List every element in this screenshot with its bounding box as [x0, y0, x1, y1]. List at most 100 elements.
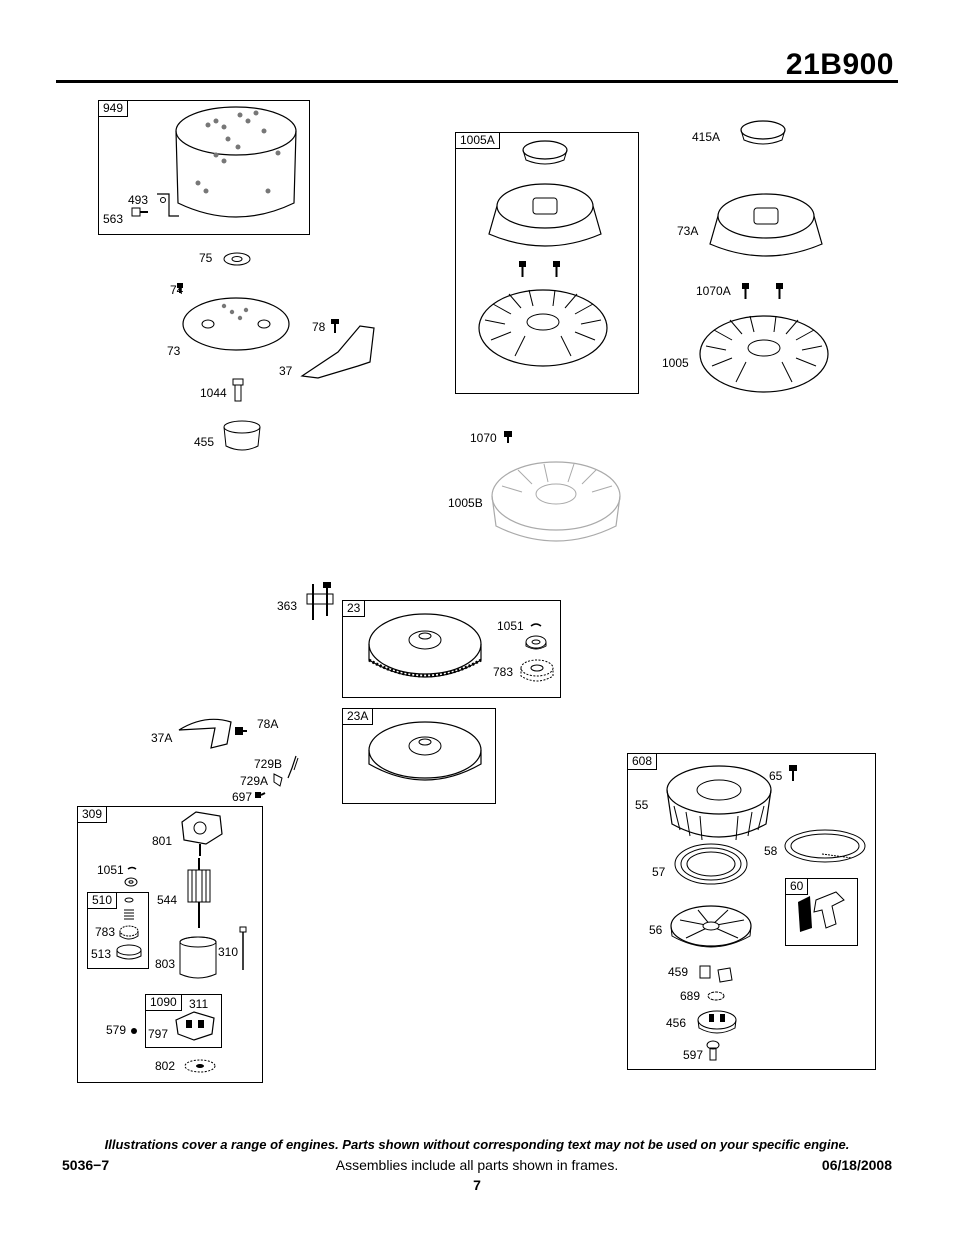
armature-drawing — [303, 580, 337, 624]
frame-tag: 309 — [77, 806, 108, 823]
retainer-ring-drawing — [706, 990, 726, 1002]
center-screw-drawing — [706, 1040, 720, 1062]
part-label-689: 689 — [680, 989, 701, 1003]
part-label-1005: 1005 — [662, 356, 689, 370]
nut-drawing — [124, 877, 138, 887]
key-drawing — [530, 622, 542, 630]
frame-1005a: 1005A — [455, 132, 639, 394]
frame-23: 23 — [342, 600, 561, 698]
fan-screws-drawing — [740, 282, 786, 300]
part-label-729b: 729B — [254, 757, 283, 771]
part-label-455: 455 — [194, 435, 215, 449]
frame-tag: 60 — [785, 878, 809, 895]
part-label-803: 803 — [155, 957, 176, 971]
armature-shaft-drawing — [184, 858, 214, 928]
part-label-73: 73 — [167, 344, 181, 358]
fan-cover-drawing — [706, 188, 826, 264]
part-label-1070: 1070 — [470, 431, 497, 445]
part-label-55: 55 — [635, 798, 649, 812]
frame-tag: 510 — [87, 892, 118, 909]
part-label-75: 75 — [199, 251, 213, 265]
small-screw-drawing — [503, 430, 513, 444]
pinion-drawing — [118, 924, 140, 942]
part-label-57: 57 — [652, 865, 666, 879]
part-label-802: 802 — [155, 1059, 176, 1073]
starter-housing-drawing — [660, 760, 778, 846]
part-label-563: 563 — [103, 212, 124, 226]
rope-drawing — [782, 826, 868, 866]
part-label-783: 783 — [493, 665, 514, 679]
pulley-drawing — [668, 902, 754, 958]
part-label-459: 459 — [668, 965, 689, 979]
bolt-drawing — [234, 724, 248, 738]
through-bolt-drawing — [238, 926, 248, 972]
key-drawing — [127, 866, 137, 872]
page-number: 7 — [473, 1177, 481, 1193]
part-label-310: 310 — [218, 945, 239, 959]
deflector-drawing — [298, 322, 378, 382]
fan-cover-drawing — [485, 178, 605, 254]
starter-cup-drawing — [220, 420, 264, 454]
part-label-56: 56 — [649, 923, 663, 937]
frame-510: 510 — [87, 892, 149, 969]
part-label-78: 78 — [312, 320, 326, 334]
part-label-74: 74 — [170, 283, 184, 297]
footer-date: 06/18/2008 — [821, 1157, 892, 1173]
part-label-579: 579 — [106, 1023, 127, 1037]
part-label-697: 697 — [232, 790, 253, 804]
nut-drawing — [524, 634, 548, 652]
part-label-1044: 1044 — [200, 386, 227, 400]
frame-60: 60 — [785, 878, 858, 946]
flywheel-fan-drawing — [696, 306, 832, 410]
part-label-456: 456 — [666, 1016, 687, 1030]
handle-drawing — [792, 888, 850, 938]
fan-screws-drawing — [517, 260, 563, 278]
spring-drawing — [122, 908, 136, 922]
frame-tag: 1005A — [455, 132, 500, 149]
part-label-37: 37 — [279, 364, 293, 378]
part-label-797: 797 — [148, 1027, 169, 1041]
bolt-drawing — [788, 764, 798, 782]
part-label-1051: 1051 — [497, 619, 524, 633]
air-cleaner-cover-drawing — [168, 103, 304, 228]
part-label-65: 65 — [769, 769, 783, 783]
end-cap-drawing — [176, 808, 226, 858]
drive-base-drawing — [114, 942, 144, 962]
screw-drawing — [130, 205, 150, 219]
plastic-fan-drawing — [488, 456, 624, 556]
screen-drawing — [520, 138, 570, 170]
brush-holder-drawing — [172, 1010, 218, 1042]
part-label-513: 513 — [91, 947, 112, 961]
part-label-415a: 415A — [692, 130, 721, 144]
model-number: 21B900 — [785, 48, 894, 81]
frame-tag: 1090 — [145, 994, 182, 1011]
part-label-58: 58 — [764, 844, 778, 858]
frame-1090: 1090 — [145, 994, 222, 1048]
part-label-801: 801 — [152, 834, 173, 848]
washer-drawing — [183, 1058, 217, 1074]
screw-drawing — [254, 790, 266, 800]
frame-tag: 608 — [627, 753, 658, 770]
part-label-729a: 729A — [240, 774, 269, 788]
frame-tag: 23 — [342, 600, 366, 617]
part-label-1070a: 1070A — [696, 284, 731, 298]
footer-disclaimer: Illustrations cover a range of engines. … — [104, 1137, 850, 1152]
part-label-1051: 1051 — [97, 863, 124, 877]
part-label-597: 597 — [683, 1048, 704, 1062]
part-label-363: 363 — [277, 599, 298, 613]
deflector-drawing — [175, 714, 235, 750]
frame-23a: 23A — [342, 708, 496, 804]
long-bolt-drawing — [231, 378, 245, 402]
header-rule — [56, 80, 898, 83]
part-label-78a: 78A — [257, 717, 279, 731]
part-label-783: 783 — [95, 925, 116, 939]
spring-drawing — [672, 840, 750, 888]
frame-949: 949 — [98, 100, 310, 235]
flywheel-fan-drawing — [475, 280, 611, 384]
air-cleaner-base-drawing — [180, 290, 292, 360]
part-label-73a: 73A — [677, 224, 699, 238]
part-label-544: 544 — [157, 893, 178, 907]
frame-tag: 949 — [98, 100, 129, 117]
small-screw-drawing — [175, 282, 185, 294]
key-drawing — [124, 897, 134, 903]
